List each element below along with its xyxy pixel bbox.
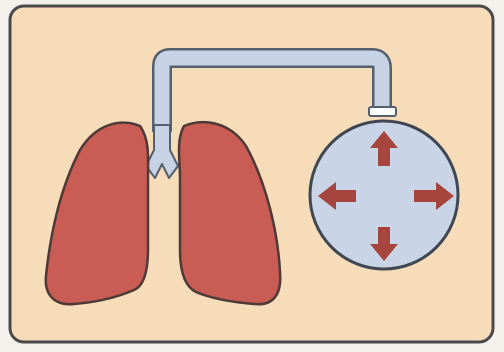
lung-balloon-diagram xyxy=(0,0,504,352)
diagram-stage xyxy=(0,0,504,352)
